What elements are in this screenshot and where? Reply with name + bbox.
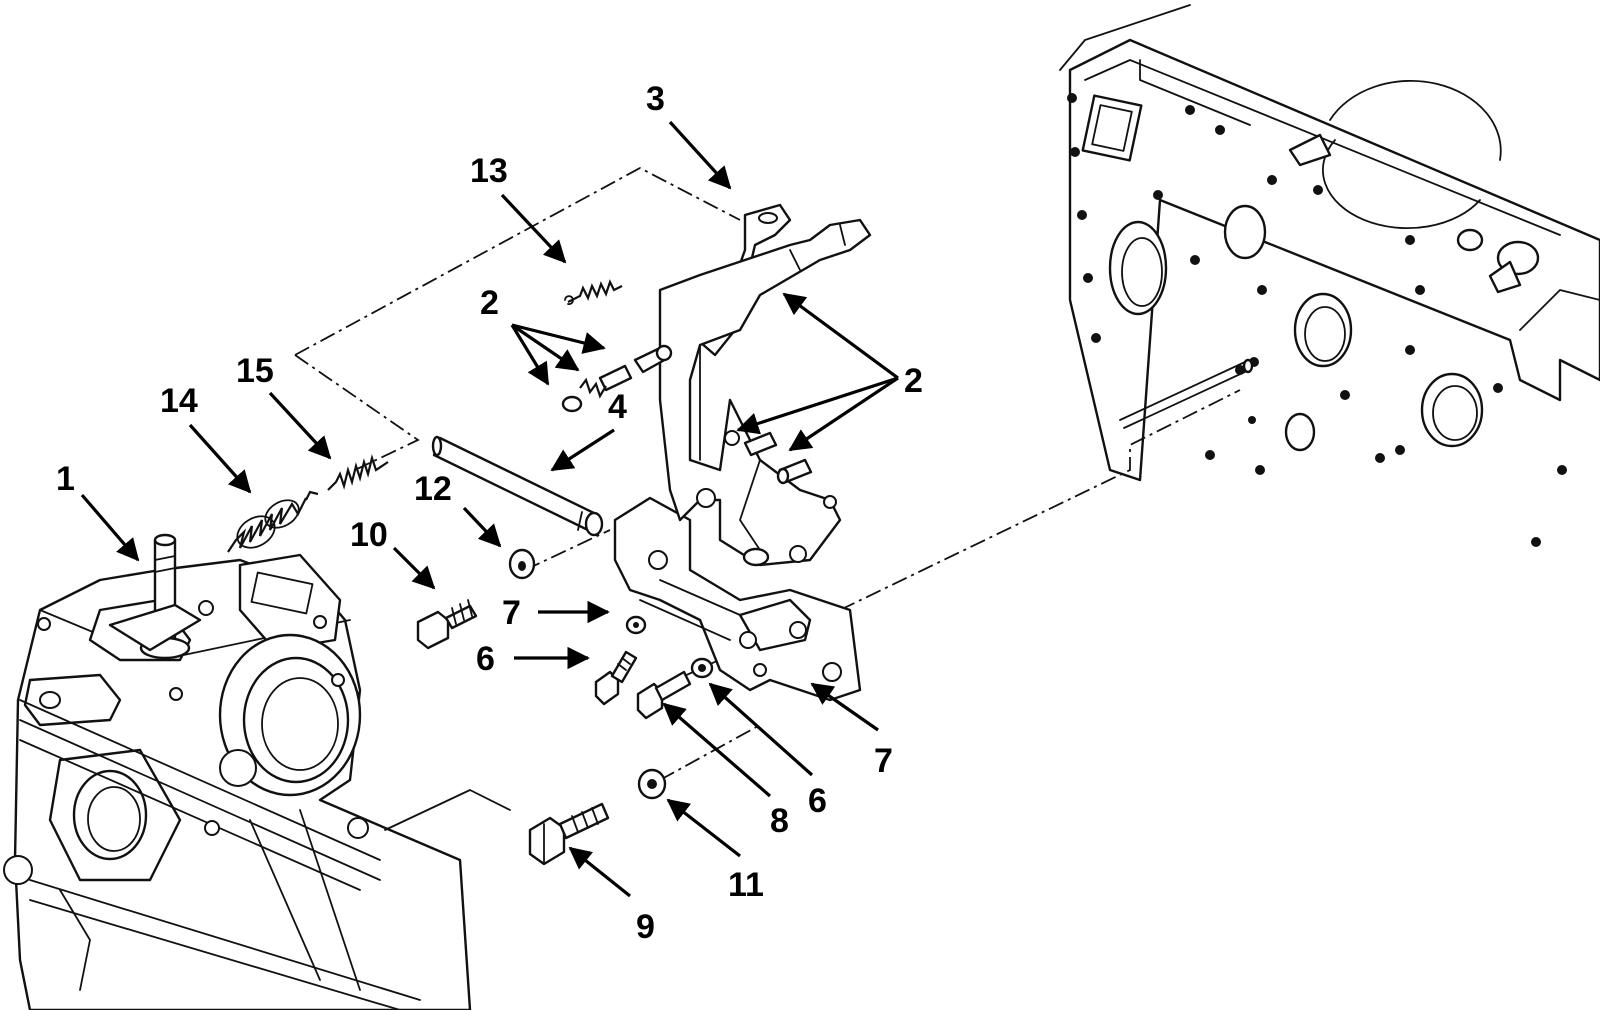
leader-14 bbox=[188, 423, 252, 494]
fork-lever-assembly bbox=[658, 218, 872, 567]
leader-7b bbox=[810, 682, 879, 732]
alignment-line-shaft bbox=[524, 529, 611, 571]
gear-case-housing bbox=[3, 553, 511, 1010]
bolt-6-upper bbox=[594, 650, 638, 706]
spring-14 bbox=[227, 497, 307, 553]
callout-2-right: 2 bbox=[904, 362, 923, 400]
callout-14: 14 bbox=[160, 382, 198, 420]
pins-2 bbox=[561, 344, 813, 485]
callout-labels: 1 2 2 3 4 6 6 7 7 8 9 10 11 12 13 14 15 bbox=[56, 80, 923, 946]
leader-15 bbox=[268, 391, 332, 460]
washer-11 bbox=[637, 768, 667, 800]
lever-shaft-4 bbox=[431, 435, 604, 537]
bolt-10 bbox=[416, 599, 478, 650]
leader-3 bbox=[668, 120, 732, 190]
callout-8: 8 bbox=[770, 802, 789, 840]
washer-6-lower bbox=[690, 657, 714, 679]
callout-2-left: 2 bbox=[480, 284, 499, 322]
callout-15: 15 bbox=[236, 352, 274, 390]
leader-2a-1 bbox=[511, 323, 606, 354]
spring-13 bbox=[564, 279, 623, 305]
leader-10 bbox=[392, 546, 436, 590]
alignment-line-housing bbox=[839, 389, 1241, 611]
callout-6-right: 6 bbox=[808, 782, 827, 820]
leader-9 bbox=[568, 846, 631, 898]
leader-2b-2 bbox=[736, 376, 899, 435]
leader-arrows bbox=[80, 120, 899, 898]
callout-6-left: 6 bbox=[476, 640, 495, 678]
alignment-line-spring bbox=[294, 354, 420, 471]
callout-1: 1 bbox=[56, 460, 75, 498]
leader-12 bbox=[462, 506, 502, 548]
leader-13 bbox=[500, 193, 567, 264]
leader-1 bbox=[80, 493, 140, 562]
callout-13: 13 bbox=[470, 152, 508, 190]
washer-12 bbox=[508, 548, 536, 580]
leader-2b-1 bbox=[782, 292, 899, 380]
leader-8 bbox=[662, 702, 772, 798]
bolt-9 bbox=[528, 802, 610, 866]
leader-6b bbox=[708, 682, 814, 777]
callout-9: 9 bbox=[636, 908, 655, 946]
spring-15 bbox=[305, 454, 389, 501]
bolt-8 bbox=[636, 670, 692, 720]
alignment-line-washer bbox=[659, 724, 761, 781]
callout-12: 12 bbox=[414, 470, 452, 508]
washer-7-upper bbox=[625, 615, 647, 635]
dowel-stud bbox=[1119, 358, 1254, 429]
leader-2a-3 bbox=[510, 324, 550, 386]
callout-11: 11 bbox=[728, 866, 764, 904]
leader-2a-2 bbox=[511, 323, 580, 372]
callout-4: 4 bbox=[608, 388, 627, 426]
callout-7-right: 7 bbox=[874, 742, 893, 780]
governor-shaft-1 bbox=[108, 533, 202, 660]
leader-4 bbox=[550, 428, 615, 472]
engine-block-rear bbox=[1059, 4, 1600, 547]
leader-2b-3 bbox=[788, 376, 899, 452]
callout-3: 3 bbox=[646, 80, 665, 118]
leader-11 bbox=[666, 798, 741, 858]
alignment-line-upper bbox=[294, 166, 741, 356]
callout-7-left: 7 bbox=[502, 594, 521, 632]
callout-10: 10 bbox=[350, 516, 388, 554]
